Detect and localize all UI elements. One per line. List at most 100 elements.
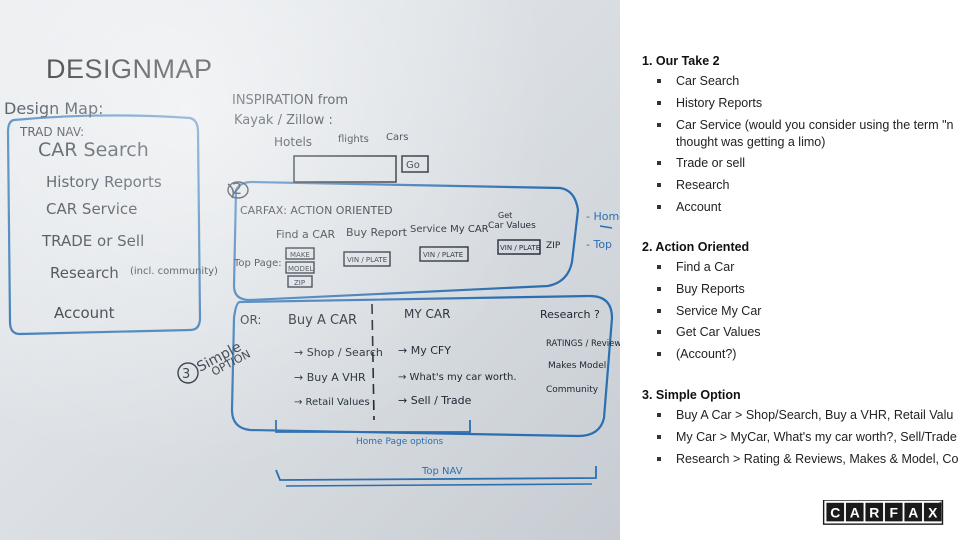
wb-cars: Cars: [386, 132, 408, 143]
list-item: My Car > MyCar, What's my car worth?, Se…: [642, 429, 960, 446]
logo-letter-cell: [904, 502, 923, 522]
wb-inspiration-1: INSPIRATION from: [232, 93, 348, 108]
list-item: Find a Car: [642, 259, 960, 276]
section-action-oriented: 2. Action Oriented Find a Car Buy Report…: [642, 240, 960, 368]
wb-nav-car-search: CAR Search: [38, 139, 149, 161]
list-item: Trade or sell: [642, 155, 960, 172]
bullet-icon: [657, 100, 661, 105]
section-title: 3. Simple Option: [642, 388, 741, 402]
logo-letter-cell: [826, 502, 845, 522]
list-item: Research > Rating & Reviews, Makes & Mod…: [642, 451, 960, 468]
wb-col-mycar: MY CAR: [404, 307, 450, 321]
list-item: Buy A Car > Shop/Search, Buy a VHR, Reta…: [642, 407, 960, 424]
wb-carfax-label: CARFAX: ACTION ORIENTED: [240, 204, 393, 217]
bullet-icon: [657, 79, 661, 83]
wb-btn-make: MAKE: [290, 251, 310, 259]
wb-zip-right: ZIP: [546, 241, 561, 251]
search-box-sketch: [293, 155, 397, 183]
wb-nav-history: History Reports: [46, 173, 162, 191]
list-item-text: (Account?): [676, 347, 737, 362]
logo-letter: A: [908, 505, 918, 521]
list-item: Account: [642, 199, 960, 216]
section-title: 2. Action Oriented: [642, 240, 750, 254]
whiteboard-drawing: Design Map: TRAD NAV: CAR Search History…: [4, 93, 620, 487]
wb-top-page: Top Page:: [233, 258, 282, 269]
list-item-text: My Car > MyCar, What's my car worth?, Se…: [676, 429, 957, 444]
list-item-text: Car Service (would you consider using th…: [676, 117, 954, 132]
bullet-icon: [657, 265, 661, 269]
section-our-take: 1. Our Take 2 Car Search History Reports…: [642, 54, 960, 221]
wb-side-home: - Home: [586, 210, 620, 223]
wb-research-makes: Makes Model: [548, 361, 606, 371]
wb-top-nav: Top NAV: [421, 466, 463, 477]
bullet-icon: [657, 204, 661, 209]
wb-buy-vhr: → Buy A VHR: [294, 371, 366, 384]
list-item-text: Buy Reports: [676, 281, 745, 296]
list-item-text: Find a Car: [676, 260, 735, 274]
wb-flights: flights: [338, 134, 369, 145]
whiteboard-photo: Design Map: TRAD NAV: CAR Search History…: [0, 0, 620, 540]
wb-num-3: 3: [182, 367, 190, 382]
wb-btn-zip: ZIP: [294, 279, 305, 287]
wb-nav-trade: TRADE or Sell: [41, 232, 144, 250]
logo-letter: C: [830, 505, 840, 521]
logo-letter-cell: [884, 502, 903, 522]
section-simple-option: 3. Simple Option Buy A Car > Shop/Search…: [642, 388, 960, 472]
logo-letter: A: [850, 505, 860, 521]
bullet-icon: [657, 183, 661, 188]
slide-title: DESIGNMAP: [46, 54, 213, 84]
wb-or-label: OR:: [240, 313, 261, 327]
bullet-icon: [657, 434, 661, 439]
wb-nav-account: Account: [54, 304, 115, 322]
wb-mycar-sell: → Sell / Trade: [398, 394, 472, 407]
wb-action-values: Car Values: [488, 221, 536, 231]
section-list: Find a Car Buy Reports Service My Car Ge…: [642, 259, 960, 363]
wb-buy-shop: → Shop / Search: [294, 346, 383, 359]
list-item: (Account?): [642, 346, 960, 363]
wb-go: Go: [406, 160, 420, 171]
wb-col-research: Research ?: [540, 308, 600, 321]
bullet-icon: [657, 122, 661, 127]
logo-letter: F: [890, 505, 899, 521]
wb-buy-values: → Retail Values: [294, 397, 370, 408]
logo-letter-cell: [845, 502, 864, 522]
trad-nav-box: [6, 114, 202, 336]
logo-letter-cell: [923, 502, 942, 522]
wb-btn-vin-1: VIN / PLATE: [347, 256, 387, 264]
list-item: Service My Car: [642, 303, 960, 320]
wb-action-buy: Buy Report: [346, 226, 408, 239]
wb-nav-car-service: CAR Service: [46, 200, 137, 218]
wb-num-2: 2: [232, 179, 242, 198]
wb-get: Get: [498, 211, 512, 220]
top-nav-line: [285, 483, 593, 487]
wb-hotels: Hotels: [274, 135, 312, 149]
wb-btn-model: MODEL: [288, 265, 313, 273]
wb-btn-vin-2: VIN / PLATE: [423, 251, 463, 259]
bullet-icon: [657, 286, 661, 291]
list-item-text: Account: [676, 199, 722, 214]
bullet-icon: [657, 161, 661, 166]
wb-inspiration-2: Kayak / Zillow :: [234, 113, 333, 128]
list-item: Research: [642, 177, 960, 194]
bullet-icon: [657, 352, 661, 357]
wb-mycar-cfy: → My CFY: [398, 344, 451, 357]
wb-home-options: Home Page options: [356, 437, 444, 447]
bullet-icon: [657, 413, 661, 417]
logo-letter: R: [869, 505, 879, 521]
wb-nav-research: Research: [50, 264, 119, 282]
home-page-bracket: [275, 420, 471, 433]
top-nav-bracket: [275, 466, 597, 481]
list-item-text: Buy A Car > Shop/Search, Buy a VHR, Reta…: [676, 408, 954, 422]
outline-panel: 1. Our Take 2 Car Search History Reports…: [620, 0, 960, 540]
wb-action-find: Find a CAR: [276, 228, 335, 241]
wb-col-buy: Buy A CAR: [288, 313, 357, 328]
column-divider: [371, 303, 375, 421]
wb-heading: Design Map:: [4, 99, 103, 118]
bullet-icon: [657, 330, 661, 335]
registered-mark: ®: [939, 501, 944, 508]
list-item: History Reports: [642, 95, 960, 112]
list-item-text: Car Search: [676, 74, 740, 88]
wb-btn-vin-3: VIN / PLATE: [500, 244, 540, 252]
simple-option-box: [230, 294, 614, 438]
